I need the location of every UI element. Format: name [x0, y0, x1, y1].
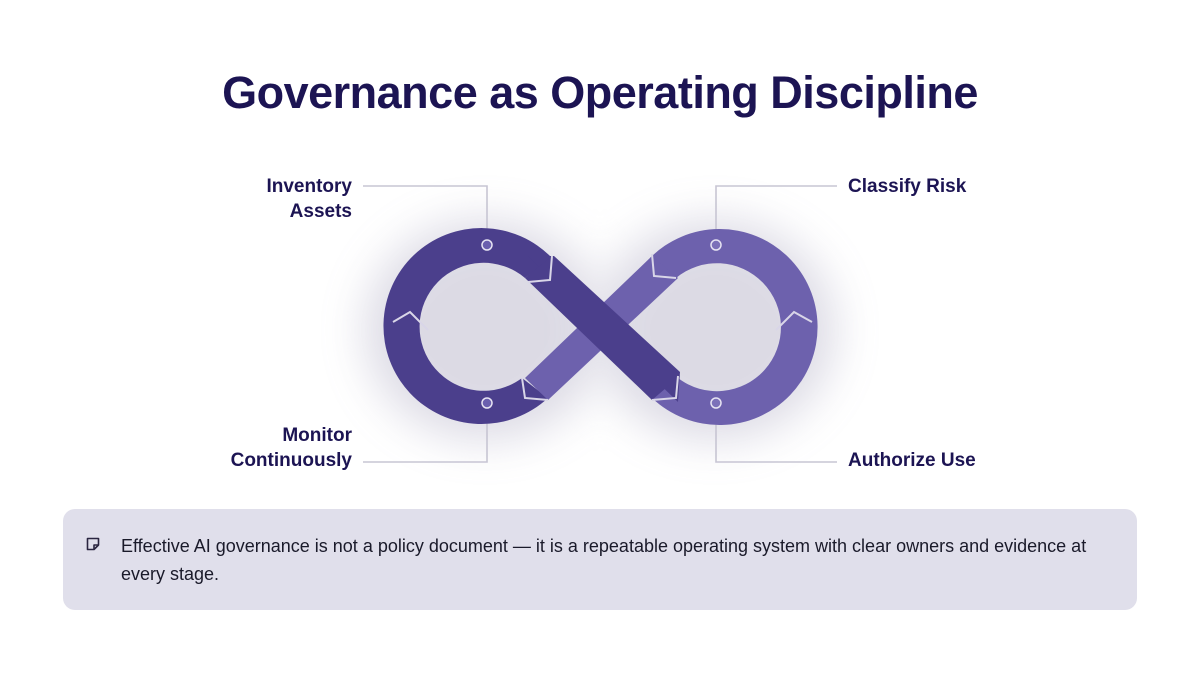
segment-dividers — [392, 253, 813, 401]
divider-top-right — [651, 253, 677, 279]
right-loop-ring — [650, 229, 818, 426]
stage-nodes — [481, 239, 722, 409]
stage-label-line: Continuously — [230, 450, 352, 471]
divider-left-outer — [392, 310, 429, 331]
left-loop-ring — [383, 228, 552, 425]
stage-label-line: Assets — [289, 201, 352, 222]
node-inventory — [481, 239, 493, 251]
callout-box: Effective AI governance is not a policy … — [63, 509, 1137, 610]
node-classify — [710, 239, 722, 251]
divider-top-left — [527, 255, 553, 283]
connector-inventory — [363, 185, 488, 240]
connector-classify — [715, 185, 837, 240]
connector-authorize — [715, 408, 837, 463]
callout-text: Effective AI governance is not a policy … — [121, 536, 1087, 584]
stage-label-authorize: Authorize Use — [848, 448, 1048, 473]
divider-bottom-right — [651, 375, 679, 401]
connector-monitor — [363, 408, 488, 463]
divider-right-outer — [775, 310, 813, 331]
connector-lines — [363, 185, 837, 463]
right-loop — [650, 229, 818, 426]
node-monitor — [481, 397, 493, 409]
stage-label-line: Classify Risk — [848, 176, 967, 197]
stage-label-classify: Classify Risk — [848, 174, 1048, 199]
note-icon — [86, 537, 100, 551]
stage-label-inventory: Inventory Assets — [192, 174, 352, 224]
stage-label-line: Inventory — [266, 176, 352, 197]
divider-bottom-left — [521, 377, 549, 401]
stage-label-line: Monitor — [282, 425, 352, 446]
node-authorize — [710, 397, 722, 409]
stage-label-line: Authorize Use — [848, 450, 976, 471]
left-loop — [383, 228, 552, 425]
stage-label-monitor: Monitor Continuously — [192, 423, 352, 473]
page-title: Governance as Operating Discipline — [222, 67, 978, 118]
